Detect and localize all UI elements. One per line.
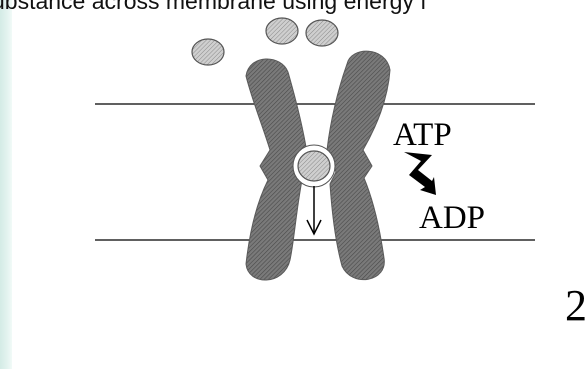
- atp-label: ATP: [393, 117, 452, 153]
- adp-label: ADP: [419, 200, 485, 236]
- particle-outside-2: [265, 17, 299, 45]
- down-arrow-icon: [306, 186, 322, 236]
- slide-caption: ubstance across membrane using energy f: [0, 0, 427, 14]
- particle-outside-3: [305, 19, 339, 47]
- channel-particle: [297, 150, 331, 182]
- carrier-protein-right-subunit: [326, 50, 391, 281]
- lightning-arrow-icon: [404, 152, 436, 195]
- corner-glyph: 2: [565, 281, 585, 330]
- particle-outside-1: [191, 38, 225, 66]
- carrier-protein-left-subunit: [245, 58, 307, 281]
- left-border-strip: [0, 0, 12, 369]
